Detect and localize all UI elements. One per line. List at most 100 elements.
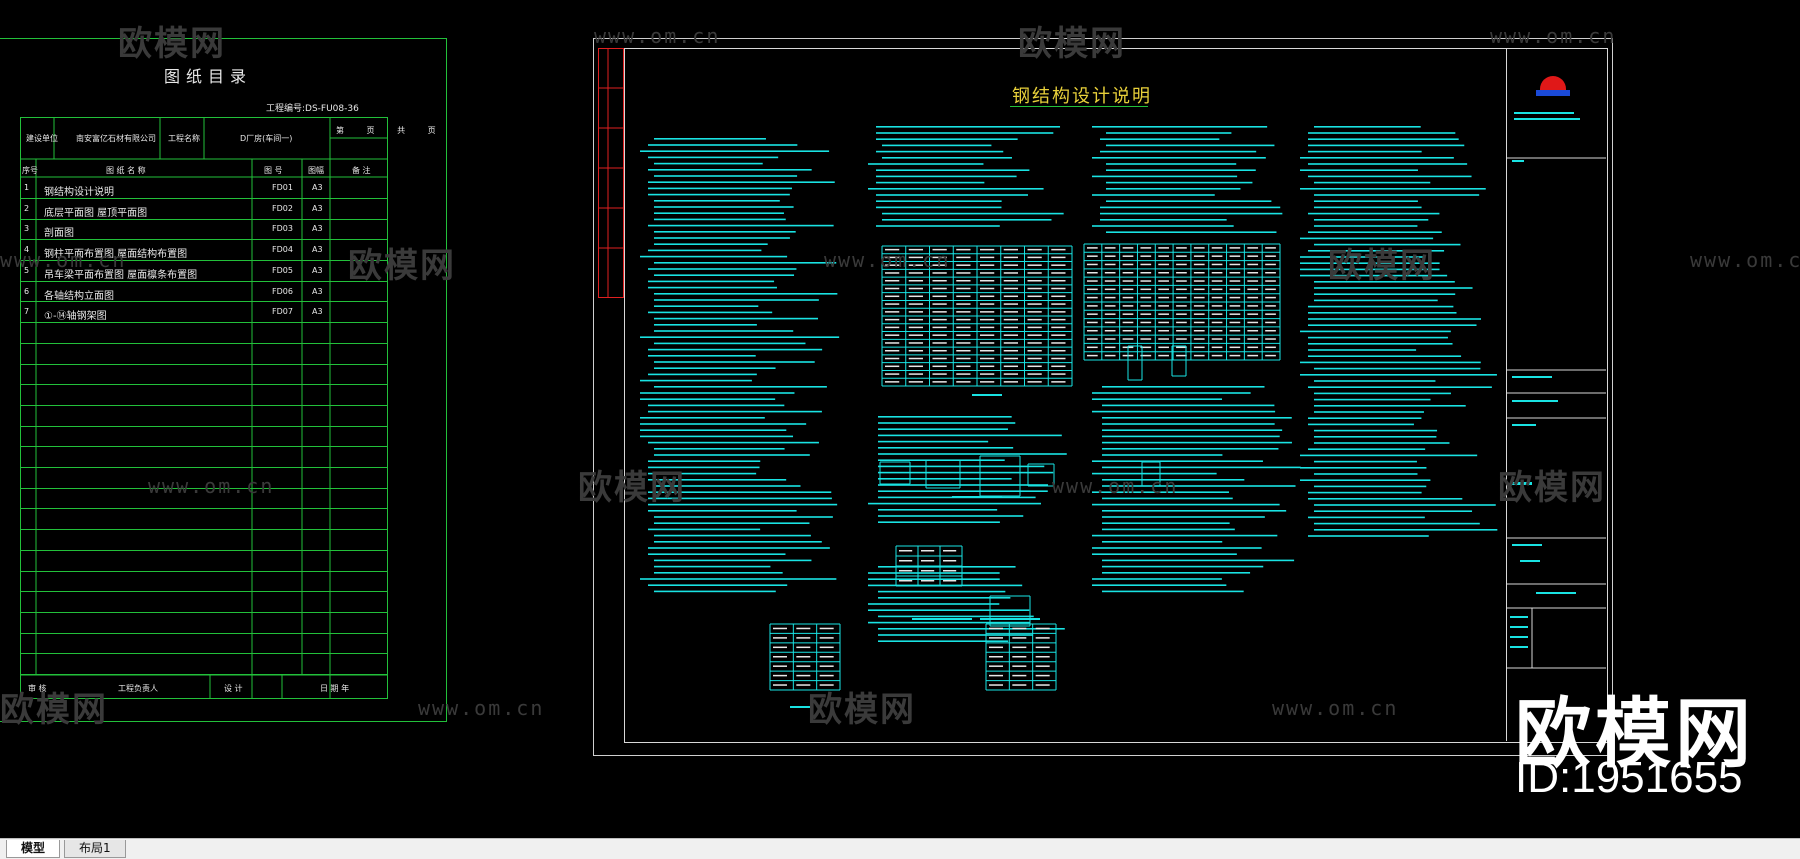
note-text-line [885, 264, 900, 266]
note-text-line [1300, 188, 1486, 190]
index-cell-no: 4 [24, 245, 30, 255]
note-text-line [1140, 330, 1152, 332]
note-text-line [1087, 296, 1098, 299]
note-text-line [1012, 646, 1027, 649]
note-text-line [1140, 338, 1152, 340]
tab-model[interactable]: 模型 [6, 840, 61, 858]
note-text-line [1102, 435, 1280, 438]
note-text-line [1122, 296, 1134, 299]
note-text-line [980, 287, 995, 290]
note-text-line [908, 350, 923, 352]
note-text-line [1012, 665, 1027, 667]
note-text-line [1265, 338, 1276, 340]
note-text-line [1106, 231, 1277, 233]
note-text-line [989, 637, 1003, 639]
note-text-line [1051, 334, 1066, 336]
note-text-line [1003, 381, 1018, 383]
note-text-line [1102, 516, 1265, 518]
note-text-line [1314, 200, 1418, 202]
note-text-line [1027, 350, 1042, 352]
url-watermark: www.om.cn [148, 474, 275, 498]
note-text-line [1314, 392, 1451, 395]
note-text-line [1265, 330, 1276, 332]
note-text-line [885, 334, 900, 336]
note-text-line [989, 684, 1003, 686]
note-text-line [1003, 280, 1018, 282]
col-size: 图幅 [308, 166, 324, 175]
note-text-line [1104, 288, 1116, 291]
note-text-line [648, 441, 819, 444]
note-text-line [1122, 321, 1134, 324]
note-text-line [1102, 479, 1245, 481]
note-text-line [1247, 330, 1259, 332]
note-text-line [1102, 454, 1223, 456]
note-text-line [956, 326, 971, 329]
note-text-line [1051, 365, 1066, 368]
note-text-line [956, 334, 971, 336]
note-text-line [980, 256, 995, 259]
note-text-line [980, 295, 995, 298]
note-text-line [956, 373, 971, 375]
note-text-line [654, 572, 783, 574]
note-text-line [1158, 305, 1169, 307]
index-cell-size: A3 [312, 286, 323, 296]
note-text-line [796, 656, 811, 658]
cad-drawing-canvas[interactable]: 图纸目录 工程编号:DS-FU08-36 [0, 0, 1800, 838]
note-text-line [1300, 274, 1448, 277]
note-text-line [1104, 354, 1116, 357]
index-cell-size: A3 [312, 203, 323, 213]
note-text-line [1265, 321, 1276, 324]
note-text-line [1308, 498, 1463, 500]
note-text-line [1308, 138, 1459, 140]
index-cell-code: FD02 [272, 203, 293, 213]
note-text-line [912, 618, 972, 620]
note-text-line [876, 225, 1000, 227]
note-text-line [956, 264, 971, 266]
note-text-line [1003, 272, 1018, 274]
note-text-line [1140, 280, 1152, 282]
note-text-line [773, 637, 787, 639]
note-text-line [1102, 448, 1279, 450]
index-cell-code: FD06 [272, 286, 293, 296]
note-text-line [654, 162, 763, 165]
note-text-line [796, 665, 811, 667]
note-text-line [1176, 296, 1187, 299]
note-text-line [1247, 321, 1259, 324]
note-text-line [1027, 357, 1042, 360]
note-text-line [1140, 263, 1152, 266]
note-text-line [1308, 417, 1422, 419]
note-text-line [878, 521, 1000, 523]
note-text-line [1300, 479, 1431, 481]
note-text-line [796, 684, 811, 686]
note-text-line [1140, 247, 1152, 249]
note-text-line [1314, 287, 1473, 289]
note-text-line [1300, 330, 1451, 333]
note-text-line [932, 264, 947, 266]
note-text-line [648, 144, 798, 146]
note-text-line [899, 550, 913, 552]
note-text-line [1140, 305, 1152, 307]
note-text-line [980, 357, 995, 360]
note-text-line [1247, 354, 1259, 357]
note-text-line [932, 295, 947, 298]
url-watermark: www.om.cn [1052, 474, 1179, 498]
brand-watermark: 欧模网 [348, 246, 456, 286]
note-text-line [1122, 280, 1134, 282]
note-text-line [876, 169, 1030, 171]
note-text-line [773, 627, 787, 630]
note-text-line [1051, 326, 1066, 329]
note-text-line [1229, 272, 1241, 274]
url-watermark: www.om.cn [1690, 248, 1800, 272]
note-text-line [1300, 454, 1478, 457]
note-text-line [899, 580, 913, 582]
note-text-line [878, 428, 1008, 430]
tab-layout1[interactable]: 布局1 [64, 840, 126, 858]
note-text-line [908, 334, 923, 336]
note-text-line [1027, 256, 1042, 259]
note-text-line [876, 150, 1004, 153]
note-text-line [1193, 330, 1205, 332]
note-text-line [1122, 313, 1134, 315]
note-text-line [1027, 373, 1042, 375]
note-text-line [868, 603, 1000, 605]
note-text-line [1211, 247, 1223, 249]
